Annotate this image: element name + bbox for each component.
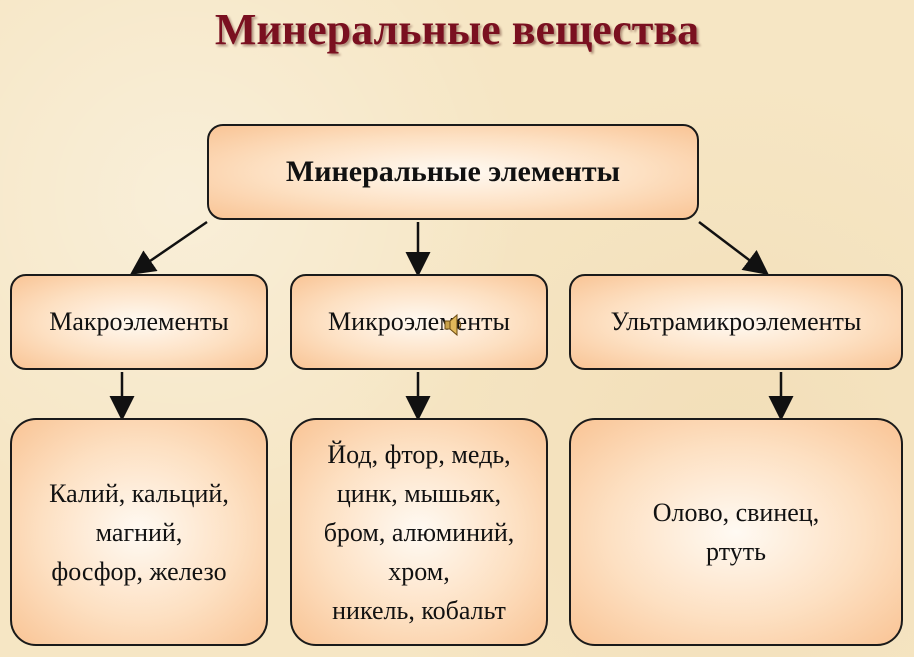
category-ultra: Ультрамикроэлементы: [569, 274, 903, 370]
members-macro-text: Калий, кальций, магний, фосфор, железо: [49, 478, 229, 586]
arrow-root-to-ultra: [698, 221, 769, 276]
category-micro: Микроэлементы: [290, 274, 548, 370]
root-node-label: Минеральные элементы: [285, 155, 621, 188]
root-node: Минеральные элементы: [207, 124, 699, 220]
category-micro-label: Микроэлементы: [328, 307, 510, 336]
speaker-icon[interactable]: [443, 312, 465, 338]
members-ultra-text: Олово, свинец, ртуть: [652, 498, 820, 566]
arrow-root-to-macro: [129, 220, 208, 275]
slide-title: Минеральные вещества: [214, 5, 700, 54]
category-macro-label: Макроэлементы: [49, 307, 229, 336]
members-ultra: Олово, свинец, ртуть: [569, 418, 903, 646]
members-micro-text: Йод, фтор, медь, цинк, мышьяк, бром, алю…: [323, 439, 515, 625]
members-macro: Калий, кальций, магний, фосфор, железо: [10, 418, 268, 646]
members-micro: Йод, фтор, медь, цинк, мышьяк, бром, алю…: [290, 418, 548, 646]
category-macro: Макроэлементы: [10, 274, 268, 370]
category-ultra-label: Ультрамикроэлементы: [610, 307, 862, 336]
